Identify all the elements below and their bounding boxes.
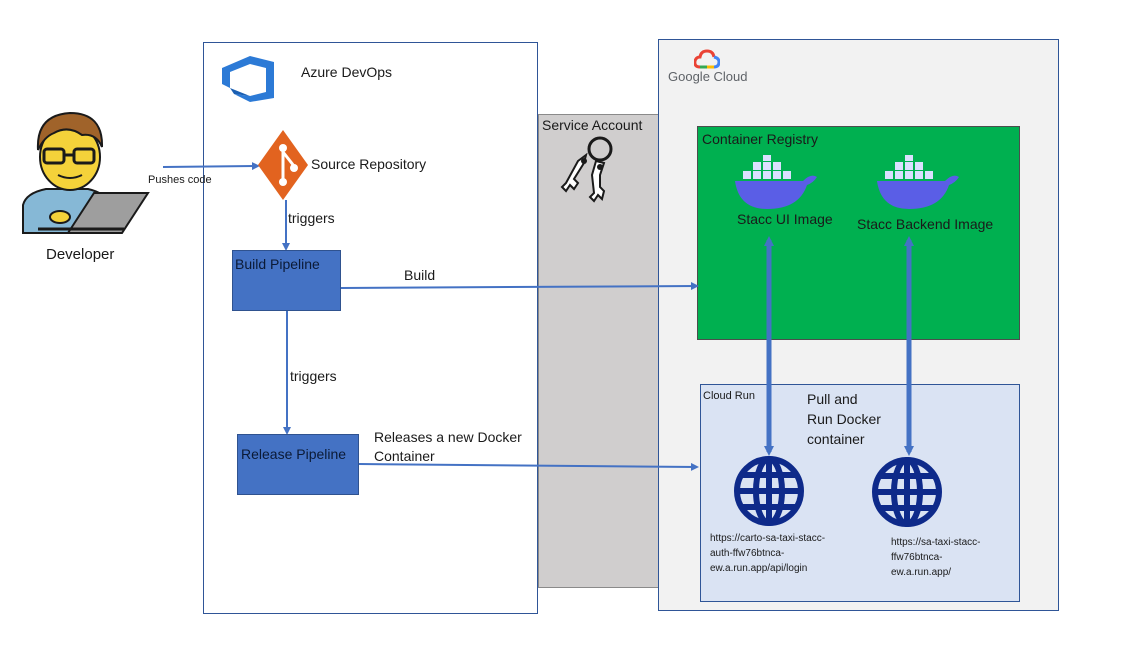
container-registry-title: Container Registry [702, 131, 818, 147]
service-account-label: Service Account [542, 117, 643, 133]
docker-backend-icon [877, 155, 959, 209]
git-icon [258, 130, 308, 200]
ui-url-line3: ew.a.run.app/api/login [710, 563, 808, 574]
ui-url-line2: auth-ffw76btnca- [710, 548, 785, 559]
keys-icon [560, 136, 613, 203]
build-pipeline-label: Build Pipeline [235, 256, 320, 272]
build-arrow [340, 282, 699, 291]
pull-run-line3: container [807, 431, 865, 447]
backend-url-line3: ew.a.run.app/ [891, 567, 952, 578]
developer-label: Developer [46, 246, 115, 263]
globe-backend-icon [872, 457, 942, 527]
container-registry-panel [697, 126, 1020, 340]
globe-ui-icon [734, 456, 804, 526]
azure-devops-panel [203, 42, 538, 614]
release-pipeline-label: Release Pipeline [241, 446, 347, 462]
pushes-arrow [162, 162, 260, 171]
cloud-run-title: Cloud Run [703, 390, 755, 402]
stacc-backend-image-label: Stacc Backend Image [857, 216, 994, 232]
build-pipeline-box: Build Pipeline [232, 250, 341, 311]
pull-run-line2: Run Docker [807, 411, 881, 427]
backend-url-line1: https://sa-taxi-stacc- [891, 537, 981, 548]
azure-devops-logo-icon [222, 56, 274, 102]
build-edge-label: Build [404, 267, 436, 283]
azure-devops-title: Azure DevOps [301, 64, 393, 80]
release-pipeline-box: Release Pipeline [237, 434, 359, 495]
ui-url-line1: https://carto-sa-taxi-stacc- [710, 533, 826, 544]
google-cloud-logo-icon [694, 49, 720, 69]
source-repository-label: Source Repository [311, 156, 427, 172]
triggers-label-2: triggers [290, 368, 337, 384]
backend-url-line2: ffw76btnca- [891, 552, 943, 563]
docker-ui-icon [735, 155, 817, 209]
release-arrow [358, 462, 699, 471]
backend-service-url: https://sa-taxi-stacc- ffw76btnca- ew.a.… [891, 535, 980, 580]
stacc-ui-image-label: Stacc UI Image [737, 211, 833, 227]
releases-label-line2: Container [374, 448, 435, 464]
developer-icon [22, 111, 150, 234]
google-cloud-brand: Google Cloud [668, 69, 748, 84]
releases-label-line1: Releases a new Docker [374, 429, 522, 445]
pull-run-line1: Pull and [807, 391, 858, 407]
ui-service-url: https://carto-sa-taxi-stacc- auth-ffw76b… [710, 531, 825, 576]
triggers-label-1: triggers [288, 210, 335, 226]
pushes-code-label: Pushes code [148, 174, 212, 186]
